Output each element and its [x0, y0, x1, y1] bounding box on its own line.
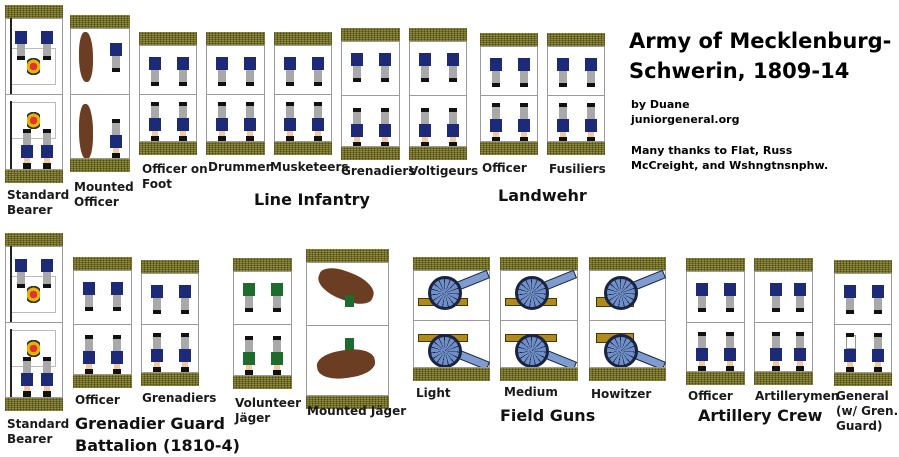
section-field-guns: Field Guns: [500, 406, 596, 425]
section-grenadier-guard: Grenadier Guard Battalion (1810-4): [75, 414, 240, 455]
section-landwehr: Landwehr: [498, 186, 587, 205]
site-link: juniorgeneral.org: [631, 113, 740, 126]
ground-strip: [5, 169, 63, 183]
thanks-line-2: McCreight, and Wshngtnsnphw.: [631, 159, 829, 172]
author: by Duane: [631, 98, 690, 111]
page-title: Army of Mecklenburg- Schwerin, 1809-14: [629, 26, 891, 86]
label-drummer: Drummer: [208, 160, 272, 174]
soldier-icon: [40, 128, 54, 170]
card-grenadiers: [341, 28, 400, 160]
ground-strip: [5, 5, 63, 19]
label-howitzer: Howitzer: [591, 387, 652, 401]
pole-icon: [10, 101, 12, 171]
card-artillerymen: [754, 258, 813, 385]
card-guard-officer: [73, 257, 132, 388]
card-artillery-officer: [686, 258, 745, 385]
card-officer-on-foot: [139, 32, 197, 155]
author-credit: by Duane juniorgeneral.org: [631, 97, 739, 127]
card-mounted-officer: [70, 15, 130, 172]
card-divider: [6, 94, 62, 95]
horse-icon: [79, 104, 93, 159]
label-mounted-jager: Mounted Jäger: [307, 404, 407, 418]
label-landwehr-officer: Officer: [482, 161, 527, 175]
card-light-gun: [413, 257, 491, 381]
pole-icon: [10, 18, 12, 94]
label-artillerymen: Artillerymen: [755, 389, 840, 403]
label-grenadiers: Grenadiers: [341, 164, 416, 178]
thanks-line-1: Many thanks to Flat, Russ: [631, 144, 793, 157]
label-medium-gun: Medium: [504, 385, 558, 399]
label-light-gun: Light: [416, 386, 451, 400]
card-musketeers: [274, 32, 332, 155]
rider-icon: [345, 338, 354, 350]
label-general: General(w/ Gren.Guard): [836, 389, 899, 433]
label-voltigeurs: Voltigeurs: [409, 164, 479, 178]
card-volunteer-jager: [233, 258, 292, 389]
label-artillery-officer: Officer: [688, 389, 733, 403]
card-voltigeurs: [409, 28, 467, 160]
soldier-icon: [109, 31, 123, 73]
card-drummer: [206, 32, 265, 155]
card-landwehr-officer: [480, 33, 538, 155]
horse-icon: [315, 345, 377, 383]
thanks-note: Many thanks to Flat, Russ McCreight, and…: [631, 143, 828, 173]
card-mounted-jager: [306, 249, 389, 409]
rider-icon: [345, 295, 354, 307]
card-guard-standard-bearer: [5, 233, 63, 411]
card-howitzer: [589, 257, 667, 381]
section-line-infantry: Line Infantry: [254, 190, 370, 209]
card-guard-grenadiers: [141, 260, 199, 386]
section-artillery-crew: Artillery Crew: [698, 406, 823, 425]
label-guard-grenadiers: Grenadiers: [142, 391, 217, 405]
title-line-1: Army of Mecklenburg-: [629, 29, 892, 53]
card-medium-gun: [500, 257, 578, 381]
label-musketeers: Musketeers: [270, 160, 349, 174]
title-line-2: Schwerin, 1809-14: [629, 59, 850, 83]
label-guard-officer: Officer: [75, 393, 120, 407]
label-fusiliers: Fusiliers: [549, 162, 606, 176]
soldier-icon: [20, 128, 34, 170]
horse-icon: [79, 32, 93, 82]
card-fusiliers: [547, 33, 605, 155]
card-standard-bearer: [5, 5, 63, 183]
soldier-icon: [109, 118, 123, 160]
card-general: [834, 260, 892, 386]
